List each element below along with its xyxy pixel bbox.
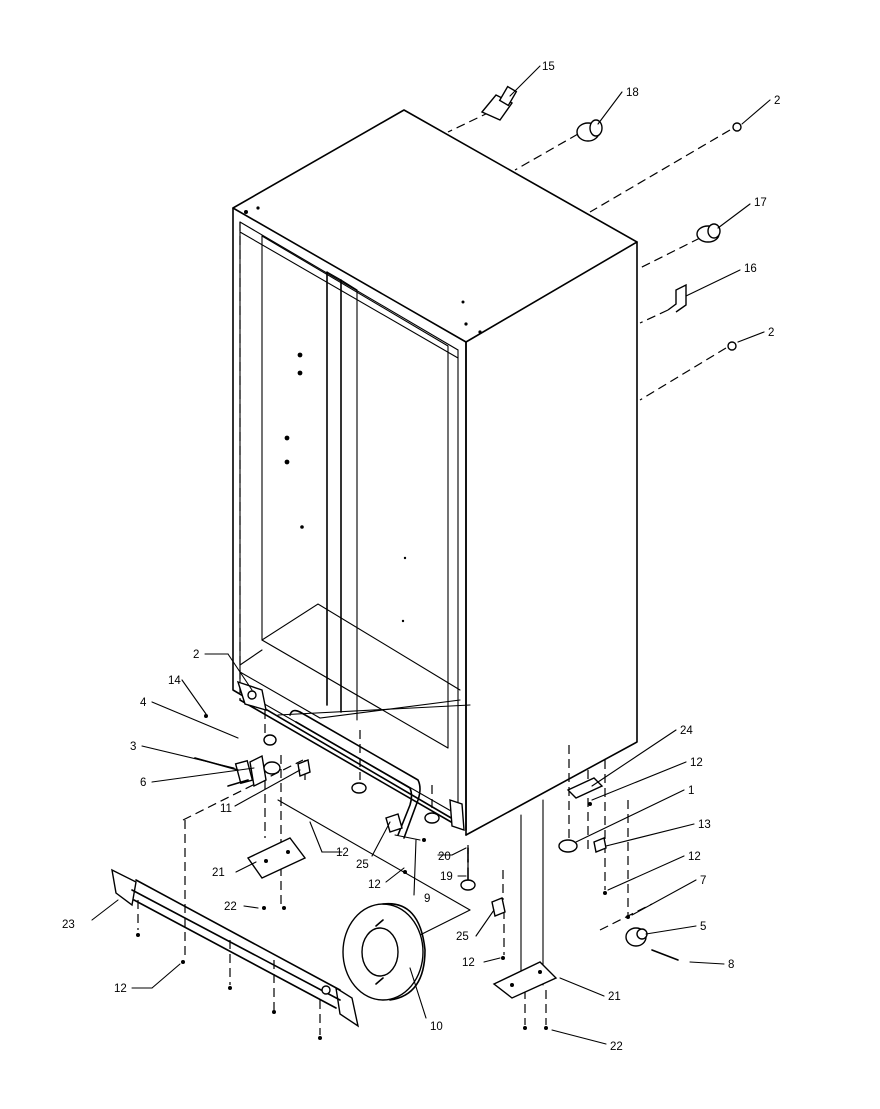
- part-condensate-pan-10: [342, 902, 426, 1001]
- callout-11: 11: [220, 803, 232, 815]
- small-screws: [403, 802, 630, 960]
- dashed-leaders: [137, 111, 731, 1035]
- assembly-lines: [277, 704, 544, 991]
- callout-5: 5: [700, 921, 706, 933]
- part-leveler-feet: [351, 782, 465, 831]
- part-screw-2-mid: [727, 341, 737, 351]
- part-bracket-24: [566, 777, 604, 799]
- callout-22-left: 22: [224, 901, 237, 913]
- part-bushing-18: [576, 119, 603, 142]
- part-toe-grille-23: [111, 868, 360, 1040]
- part-foot-1: [558, 839, 578, 853]
- callout-12-b: 12: [688, 851, 701, 863]
- callout-12-e: 12: [114, 983, 127, 995]
- part-roller-19: [460, 867, 476, 891]
- part-roller-5: [625, 927, 679, 961]
- callout-1: 1: [688, 785, 694, 797]
- part-block-13: [593, 837, 607, 853]
- callout-2-lower: 2: [193, 649, 199, 661]
- callout-9: 9: [424, 893, 430, 905]
- refrigerator-cabinet: [232, 109, 638, 836]
- callout-3: 3: [130, 741, 136, 753]
- callout-8: 8: [728, 959, 734, 971]
- callout-7: 7: [700, 875, 706, 887]
- callout-22-right: 22: [610, 1041, 623, 1053]
- part-bracket-21-right: [492, 961, 558, 1030]
- callout-15: 15: [542, 61, 555, 73]
- part-bracket-16: [667, 283, 687, 313]
- callout-23: 23: [62, 919, 75, 931]
- callout-4: 4: [140, 697, 147, 709]
- callout-14: 14: [168, 675, 181, 687]
- part-lower-hinge-assembly: [194, 680, 281, 788]
- part-screw-2-top: [732, 122, 742, 132]
- callout-16: 16: [744, 263, 757, 275]
- callout-13: 13: [698, 819, 711, 831]
- part-clip-25-lower: [491, 897, 506, 917]
- part-bushing-17: [696, 223, 721, 243]
- callout-12-d: 12: [368, 879, 381, 891]
- callout-2-top: 2: [774, 95, 780, 107]
- callout-24: 24: [680, 725, 693, 737]
- callout-21-right: 21: [608, 991, 621, 1003]
- part-bracket-21-left: [246, 837, 307, 910]
- callout-12-c: 12: [336, 847, 349, 859]
- callout-17: 17: [754, 197, 767, 209]
- callout-6: 6: [140, 777, 146, 789]
- callout-25-upper: 25: [356, 859, 369, 871]
- callout-19: 19: [440, 871, 453, 883]
- callout-25-lower: 25: [456, 931, 469, 943]
- part-clip-25-upper: [385, 813, 403, 833]
- callout-20: 20: [438, 851, 451, 863]
- callout-12-f: 12: [462, 957, 475, 969]
- callout-18: 18: [626, 87, 639, 99]
- callout-21-left: 21: [212, 867, 225, 879]
- part-clip-11: [297, 759, 311, 777]
- callout-numbers: 15 18 2 17 16 2 2 14 4 3 6 11 24 12 1 13…: [62, 61, 780, 1053]
- part-hinge-pin-15: [480, 85, 518, 121]
- callout-leader-lines: [91, 65, 771, 1045]
- part-drain-tube-9: [289, 709, 421, 839]
- callout-10: 10: [430, 1021, 443, 1033]
- callout-2-mid: 2: [768, 327, 774, 339]
- callout-12-a: 12: [690, 757, 703, 769]
